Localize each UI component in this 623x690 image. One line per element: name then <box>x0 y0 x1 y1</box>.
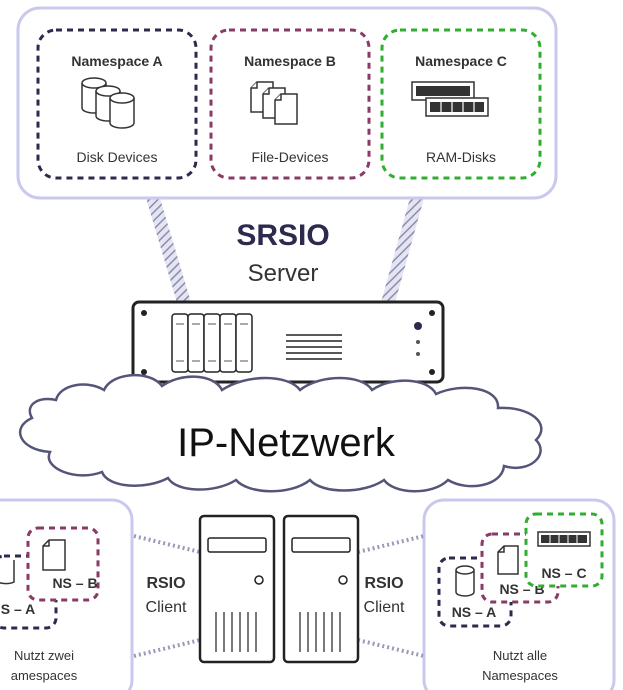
disk-stack-icon <box>81 77 135 129</box>
namespace-b-title: Namespace B <box>244 53 336 69</box>
right-badge-ns-a-label: NS – A <box>452 604 497 620</box>
left-client-caption-2: amespaces <box>11 668 78 683</box>
right-client-tower <box>282 514 360 664</box>
right-client-caption-2: Namespaces <box>482 668 558 683</box>
namespace-c-box: Namespace C RAM-Disks <box>380 28 542 180</box>
server-link-right <box>380 198 424 306</box>
file-icon <box>42 539 66 571</box>
namespace-c-caption: RAM-Disks <box>426 149 496 165</box>
left-badge-ns-b-label: NS – B <box>52 575 97 591</box>
left-link-top <box>133 534 201 554</box>
right-link-bottom <box>357 638 425 658</box>
network-label: IP-Netzwerk <box>177 421 396 465</box>
server-device <box>131 300 445 384</box>
ram-module-icon <box>537 531 591 547</box>
left-client-caption-1: Nutzt zwei <box>14 648 74 663</box>
left-client-label: Client <box>146 599 187 616</box>
namespace-a-box: Namespace A Disk Devices <box>36 28 198 180</box>
left-badge-ns-a-label: S – A <box>1 601 36 617</box>
right-badge-ns-c-label: NS – C <box>541 565 586 581</box>
namespace-a-caption: Disk Devices <box>77 149 158 165</box>
file-icon <box>497 545 519 575</box>
server-link-left <box>146 198 192 306</box>
right-client-label: Client <box>364 599 405 616</box>
namespace-b-caption: File-Devices <box>251 149 328 165</box>
server-name: SRSIO <box>236 219 329 252</box>
file-stack-icon <box>250 81 298 125</box>
right-client-caption-1: Nutzt alle <box>493 648 547 663</box>
network-cloud <box>18 373 543 493</box>
namespace-b-box: Namespace B File-Devices <box>209 28 371 180</box>
ram-module-icon <box>411 81 489 117</box>
server-role: Server <box>248 260 319 287</box>
left-client-tower <box>198 514 276 664</box>
namespace-a-title: Namespace A <box>71 53 162 69</box>
right-link-top <box>357 534 425 554</box>
disk-icon <box>455 565 475 597</box>
disk-icon <box>0 560 15 585</box>
left-badge-ns-b: NS – B <box>26 526 100 602</box>
left-link-bottom <box>133 638 201 658</box>
namespace-c-title: Namespace C <box>415 53 507 69</box>
right-client-label-bold: RSIO <box>364 575 403 592</box>
left-client-label-bold: RSIO <box>146 575 185 592</box>
right-badge-ns-c: NS – C <box>524 512 604 588</box>
